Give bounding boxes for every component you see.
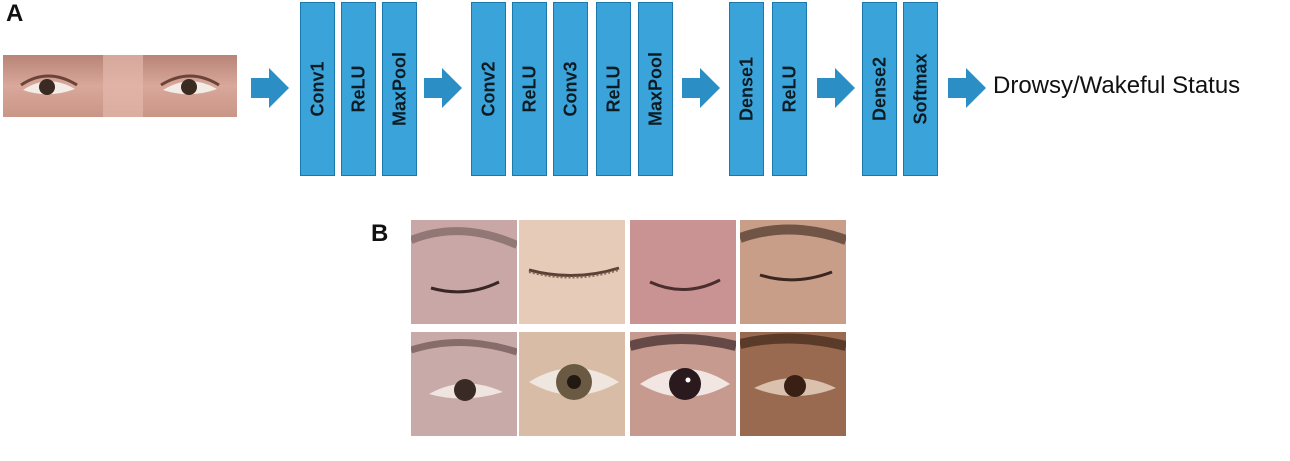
open-eye-photo	[411, 332, 517, 436]
panel-label-b: B	[371, 220, 389, 247]
layer-block-dense1: Dense1	[729, 2, 764, 176]
layer-block-maxpool: MaxPool	[382, 2, 417, 176]
layer-block-relu: ReLU	[772, 2, 807, 176]
layer-block-relu: ReLU	[341, 2, 376, 176]
layer-label: Conv2	[478, 61, 498, 117]
layer-block-relu: ReLU	[596, 2, 631, 176]
layer-label: Conv1	[307, 61, 327, 117]
closed-eye-photo	[519, 220, 625, 324]
panel-label-a: A	[6, 0, 24, 27]
layer-label: Conv3	[560, 61, 580, 117]
flow-arrow-icon	[251, 68, 289, 108]
layer-block-maxpool: MaxPool	[638, 2, 673, 176]
layer-label: MaxPool	[389, 51, 409, 127]
layer-block-conv2: Conv2	[471, 2, 506, 176]
layer-label: Dense2	[869, 56, 889, 122]
layer-label: ReLU	[348, 65, 368, 113]
layer-label: Dense1	[736, 56, 756, 122]
closed-eye-photo	[740, 220, 846, 324]
flow-arrow-icon	[948, 68, 986, 108]
layer-block-softmax: Softmax	[903, 2, 938, 176]
layer-label: ReLU	[603, 65, 623, 113]
layer-label: Softmax	[910, 53, 930, 125]
flow-arrow-icon	[817, 68, 855, 108]
closed-eye-photo	[630, 220, 736, 324]
layer-label: ReLU	[519, 65, 539, 113]
input-eye-image	[3, 55, 237, 117]
open-eye-photo	[519, 332, 625, 436]
open-eye-photo	[630, 332, 736, 436]
closed-eye-photo	[411, 220, 517, 324]
layer-block-conv1: Conv1	[300, 2, 335, 176]
flow-arrow-icon	[682, 68, 720, 108]
layer-block-conv3: Conv3	[553, 2, 588, 176]
output-status-label: Drowsy/Wakeful Status	[993, 72, 1241, 99]
open-eye-photo	[740, 332, 846, 436]
layer-block-relu: ReLU	[512, 2, 547, 176]
layer-block-dense2: Dense2	[862, 2, 897, 176]
layer-label: ReLU	[779, 65, 799, 113]
layer-label: MaxPool	[645, 51, 665, 127]
flow-arrow-icon	[424, 68, 462, 108]
